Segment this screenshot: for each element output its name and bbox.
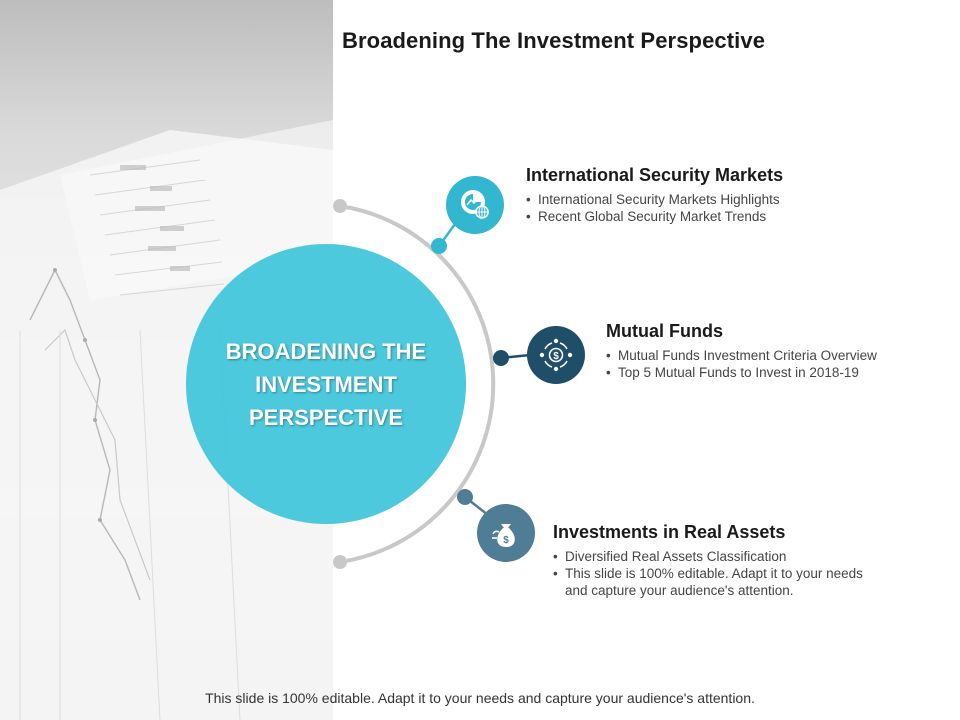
svg-text:$: $: [503, 535, 509, 546]
item-heading: International Security Markets: [526, 165, 784, 185]
item-real-assets: Investments in Real Assets Diversified R…: [553, 522, 863, 599]
bullet-item: Mutual Funds Investment Criteria Overvie…: [606, 347, 946, 364]
bullet-item: Recent Global Security Market Trends: [526, 208, 946, 225]
bullet-item: Diversified Real Assets Classification: [553, 548, 863, 565]
item-bullets: International Security Markets Highlight…: [526, 191, 946, 225]
item-mutual-funds: Mutual Funds Mutual Funds Investment Cri…: [606, 321, 946, 381]
bullet-item: This slide is 100% editable. Adapt it to…: [553, 565, 863, 599]
arc-line: [339, 204, 496, 564]
arc-end-bottom: [333, 555, 347, 569]
badge-international-markets: [446, 176, 504, 234]
badge-mutual-funds: $: [527, 326, 585, 384]
badge-real-assets: $: [477, 504, 535, 562]
item-heading: Investments in Real Assets: [553, 522, 786, 542]
connector-dot-3: [457, 489, 473, 505]
item-bullets: Diversified Real Assets Classification T…: [553, 548, 863, 599]
footer-note: This slide is 100% editable. Adapt it to…: [205, 690, 755, 706]
central-hub-circle: BROADENING THE INVESTMENT PERSPECTIVE: [186, 244, 466, 524]
item-bullets: Mutual Funds Investment Criteria Overvie…: [606, 347, 946, 381]
arc-end-top: [333, 199, 347, 213]
slide-title: Broadening The Investment Perspective: [342, 28, 766, 53]
globe-chart-icon: [461, 190, 489, 219]
item-international-markets: International Security Markets Internati…: [526, 165, 946, 225]
money-bag-icon: $: [492, 524, 515, 547]
hub-label: BROADENING THE INVESTMENT PERSPECTIVE: [225, 338, 427, 430]
bullet-item: Top 5 Mutual Funds to Invest in 2018-19: [606, 364, 946, 381]
connector-dot-2: [493, 350, 509, 366]
item-heading: Mutual Funds: [606, 321, 723, 341]
connector-dot-1: [431, 238, 447, 254]
bullet-item: International Security Markets Highlight…: [526, 191, 946, 208]
svg-text:$: $: [553, 351, 559, 362]
dollar-people-icon: $: [539, 338, 573, 372]
